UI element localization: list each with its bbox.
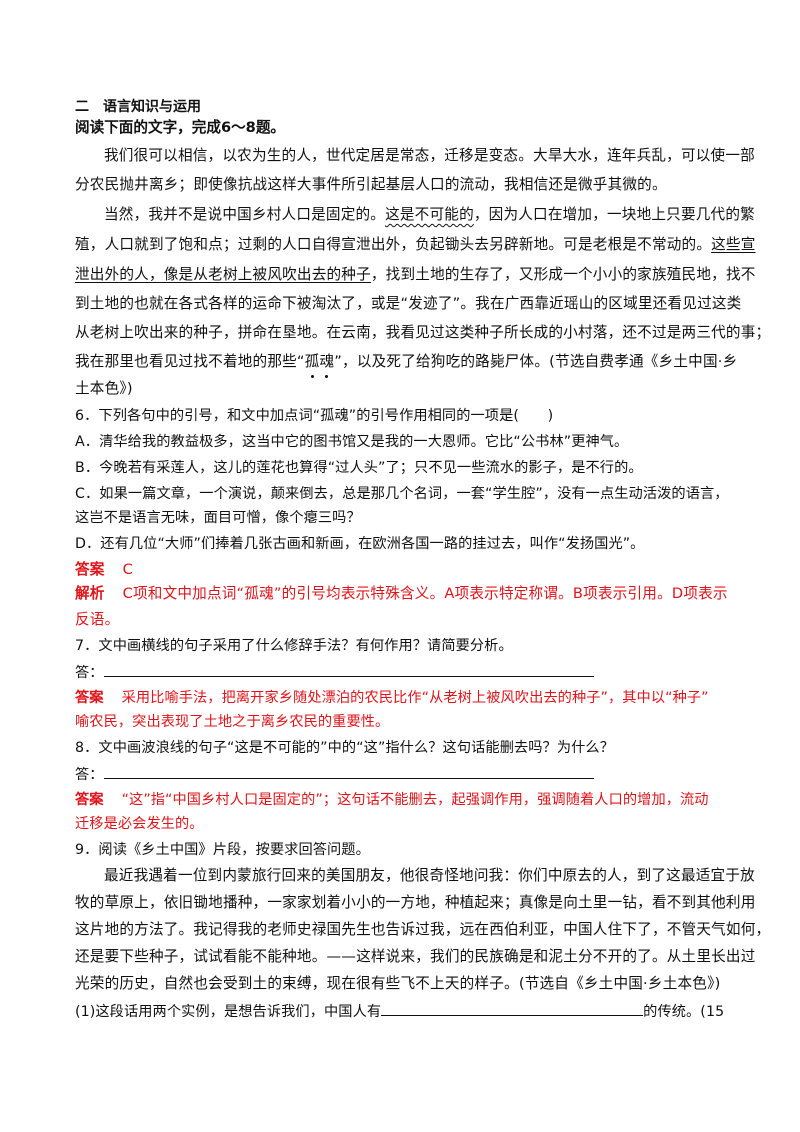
q9-stem: 9．阅读《乡土中国》片段，按要求回答问题。 xyxy=(75,842,370,858)
q8-answer-prompt: 答： xyxy=(75,764,594,785)
q9-sub1-blank[interactable] xyxy=(381,1001,644,1016)
q8-stem: 8．文中画波浪线的句子“这是不可能的”中的“这”指什么？这句话能删去吗？为什么？ xyxy=(75,740,614,756)
answer-text: 采用比喻手法，把离开家乡随处漂泊的农民比作“从老树上被风吹出去的种子”，其中以“… xyxy=(121,690,709,706)
q9-sub1: (1)这段话用两个实例，是想告诉我们，中国人有 的传统。(15 xyxy=(75,1001,724,1022)
passage-text: ，找到土地的生存了，又形成一个小小的家族殖民地，找不 xyxy=(370,266,756,283)
section-title: 二 语言知识与运用 xyxy=(75,99,201,115)
passage-text: 殖，人口就到了饱和点；过剩的人口自得宣泄出外，负起锄头去另辟新地。可是老根是不常… xyxy=(75,236,712,253)
analysis-label: 解析 xyxy=(75,585,105,602)
wavy-underlined-sentence: 这是不可能的 xyxy=(385,206,474,223)
passage-p2-line7: 土本色》) xyxy=(75,380,133,397)
answer-label: 答案 xyxy=(75,690,104,706)
q9-passage-line5: 光荣的历史，自然也会受到土的束缚，现在很有些飞不上天的样子。(节选自《乡土中国·… xyxy=(75,975,721,992)
q7-answer-prompt: 答： xyxy=(75,662,594,683)
passage-text: ，因为人口在增加，一块地上只要几代的繁 xyxy=(473,206,755,223)
section-instruction: 阅读下面的文字，完成6～8题。 xyxy=(75,119,286,136)
q9-passage-line1: 最近我遇着一位到内蒙旅行回来的美国朋友，他很奇怪地问我：你们中原去的人，到了这最… xyxy=(104,867,755,884)
q7-answer-blank[interactable] xyxy=(103,662,594,677)
q6-option-c-line2: 这岂不是语言无味，面目可憎，像个瘪三吗？ xyxy=(75,510,361,526)
answer-prompt-label: 答： xyxy=(75,665,104,681)
q6-stem: 6．下列各句中的引号，和文中加点词“孤魂”的引号作用相同的一项是( ) xyxy=(75,408,554,424)
q8-answer-line2: 迁移是必会发生的。 xyxy=(75,816,204,832)
dotted-word-char: 孤 xyxy=(304,353,320,370)
q9-sub1-tail: 的传统。(15 xyxy=(643,1004,725,1020)
passage-text: 我在那里也看见过找不着地的那些“ xyxy=(75,353,305,370)
q6-analysis-line2: 反语。 xyxy=(75,611,120,628)
q6-option-b: B．今晚若有采莲人，这儿的莲花也算得“过人头”了；只不见一些流水的影子，是不行的… xyxy=(75,460,643,476)
q9-sub1-text: (1)这段话用两个实例，是想告诉我们，中国人有 xyxy=(75,1004,382,1020)
q7-answer-line2: 喻农民，突出表现了土地之于离乡农民的重要性。 xyxy=(75,714,390,730)
answer-prompt-label: 答： xyxy=(75,767,104,783)
answer-text: “这”指“中国乡村人口是固定的”；这句话不能删去，起强调作用，强调随着人口的增加… xyxy=(121,792,709,808)
q9-passage-line2: 牧的草原上，依旧锄地播种，一家家划着小小的一方地，种植起来；真像是向土里一钻，看… xyxy=(75,894,756,911)
q6-option-d: D．还有几位“大师”们捧着几张古画和新画，在欧洲各国一路的挂过去，叫作“发扬国光… xyxy=(75,536,645,552)
passage-p2-line4: 到土地的也就在各式各样的运命下被淘汰了，或是“发迹了”。我在广西靠近瑶山的区域里… xyxy=(75,295,742,312)
q6-option-c-line1: C．如果一篇文章，一个演说，颠来倒去，总是那几个名词，一套“学生腔”，没有一点生… xyxy=(75,486,729,502)
dotted-word-char: 魂 xyxy=(319,353,335,370)
q7-stem: 7．文中画横线的句子采用了什么修辞手法？有何作用？请简要分析。 xyxy=(75,638,513,654)
passage-p1-line1: 我们很可以相信，以农为生的人，世代定居是常态，迁移是变态。大旱大水，连年兵乱，可… xyxy=(104,147,755,164)
passage-p1-line2: 分农民抛井离乡；即使像抗战这样大事件所引起基层人口的流动，我相信还是微乎其微的。 xyxy=(75,176,667,193)
analysis-text: C项和文中加点词“孤魂”的引号均表示特殊含义。A项表示特定称谓。B项表示引用。D… xyxy=(122,585,728,602)
q7-answer-line1: 答案 采用比喻手法，把离开家乡随处漂泊的农民比作“从老树上被风吹出去的种子”，其中… xyxy=(75,688,709,708)
passage-p2-line3: 泄出外的人，像是从老树上被风吹出去的种子，找到土地的生存了，又形成一个小小的家族… xyxy=(75,265,756,285)
answer-label: 答案 xyxy=(75,561,105,578)
q6-analysis-line1: 解析 C项和文中加点词“孤魂”的引号均表示特殊含义。A项表示特定称谓。B项表示引用… xyxy=(75,584,728,604)
q9-passage-line3: 这片地的方法了。我记得我的老师史禄国先生也告诉过我，远在西伯利亚，中国人住下了，… xyxy=(75,921,771,938)
passage-text: ”，以及死了给狗吃的路毙尸体。(节选自费孝通《乡土中国·乡 xyxy=(334,353,738,370)
q8-answer-line1: 答案 “这”指“中国乡村人口是固定的”；这句话不能删去，起强调作用，强调随着人口的… xyxy=(75,790,709,810)
passage-p2-line6: 我在那里也看见过找不着地的那些“孤魂”，以及死了给狗吃的路毙尸体。(节选自费孝通… xyxy=(75,352,737,372)
passage-p2-line1: 当然，我并不是说中国乡村人口是固定的。这是不可能的，因为人口在增加，一块地上只要… xyxy=(104,205,755,225)
q8-answer-blank[interactable] xyxy=(103,764,594,779)
answer-label: 答案 xyxy=(75,792,104,808)
underlined-sentence: 泄出外的人，像是从老树上被风吹出去的种子 xyxy=(75,266,371,283)
answer-text: C xyxy=(122,561,133,578)
passage-text: 当然，我并不是说中国乡村人口是固定的。 xyxy=(104,206,386,223)
q6-answer: 答案 C xyxy=(75,560,133,580)
passage-p2-line5: 从老树上吹出来的种子，拼命在垦地。在云南，我看见过这类种子所长成的小村落，还不过… xyxy=(75,324,771,341)
passage-p2-line2: 殖，人口就到了饱和点；过剩的人口自得宣泄出外，负起锄头去另辟新地。可是老根是不常… xyxy=(75,235,756,255)
q6-option-a: A．清华给我的教益极多，这当中它的图书馆又是我的一大恩师。它比“公书林”更神气。 xyxy=(75,434,629,450)
q9-passage-line4: 还是要下些种子，试试看能不能种地。——这样说来，我们的民族确是和泥土分不开的了。… xyxy=(75,948,756,965)
underlined-sentence: 这些宣 xyxy=(711,236,756,253)
